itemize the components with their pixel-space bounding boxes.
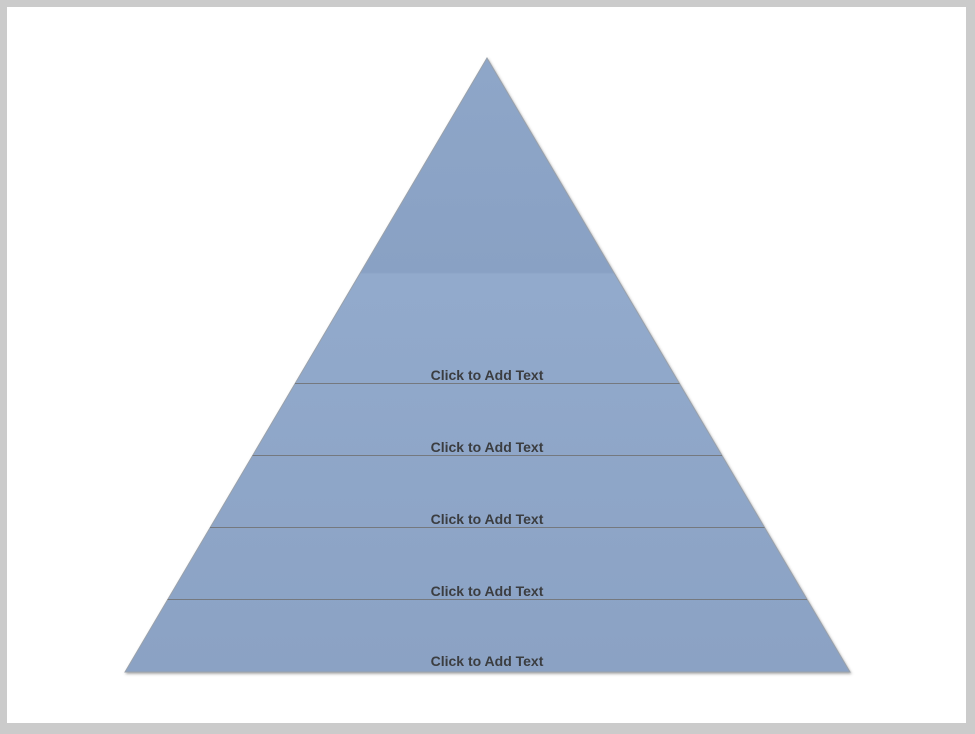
pyramid-diagram: Click to Add Text Click to Add Text Clic… [124,57,851,673]
pyramid-shape[interactable] [124,57,851,673]
pyramid-level-label-4[interactable]: Click to Add Text [431,583,544,599]
pyramid-level-label-3[interactable]: Click to Add Text [431,511,544,527]
pyramid-level-label-2[interactable]: Click to Add Text [431,439,544,455]
pyramid-level-label-1[interactable]: Click to Add Text [431,367,544,383]
pyramid-level-label-5[interactable]: Click to Add Text [431,653,544,669]
slide-canvas[interactable]: Click to Add Text Click to Add Text Clic… [7,7,966,723]
